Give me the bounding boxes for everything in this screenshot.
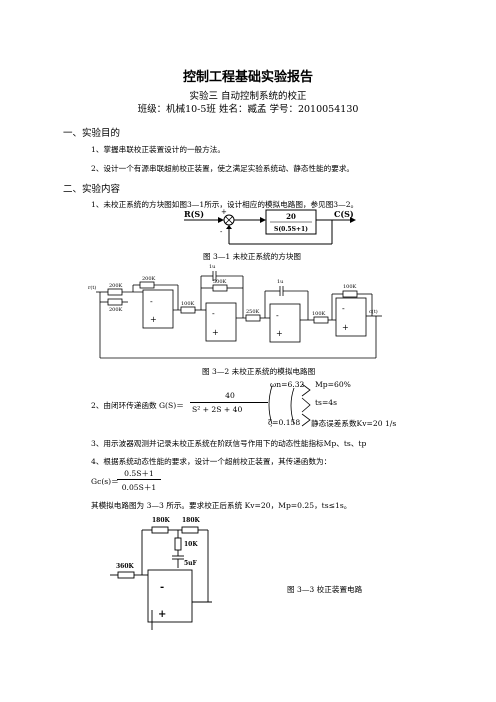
settling-time: ts=4s — [315, 398, 338, 407]
transfer-block — [265, 209, 317, 235]
analysis-arrows — [268, 383, 311, 427]
block-denominator: S(0.5S+1) — [274, 226, 308, 233]
content-item-1: 1、未校正系统的方块图如图3—1所示，设计相应的模拟电路图，参见图3—2。 — [91, 200, 359, 209]
overshoot: Mp=60% — [315, 380, 351, 389]
natural-frequency: ωn=6.32 — [270, 380, 305, 389]
op-amp-1 — [142, 289, 174, 329]
fig1-caption: 图 3—1 未校正系统的方块图 — [203, 252, 302, 261]
damping-ratio: ζ=0.158 — [268, 418, 301, 427]
output-label: C(S) — [334, 209, 354, 219]
closed-loop-label: 2、由闭环传递函数 G(S)＝ — [91, 401, 184, 410]
op-amp-4 — [335, 297, 367, 337]
block-diagram: R(S) + - 20 S(0.5S+1) C(S) — [184, 208, 356, 245]
content-item-5: 其模拟电路图为 3—3 所示。要求校正后系统 Kv=20，Mp=0.25，ts≤… — [91, 501, 352, 510]
objective-2: 2、设计一个有源串联超前校正装置，使之满足实验系统动、静态性能的要求。 — [91, 164, 355, 173]
svg-text:-: - — [150, 297, 153, 306]
svg-text:250K: 250K — [246, 309, 260, 315]
svg-text:5uF: 5uF — [184, 560, 198, 567]
svg-text:200K: 200K — [109, 283, 123, 289]
svg-text:r(t): r(t) — [88, 284, 96, 291]
svg-text:10K: 10K — [184, 541, 198, 548]
svg-text:200K: 200K — [142, 276, 156, 282]
content-item-4: 4、根据系统动态性能的要求，设计一个超前校正装置，其传递函数为： — [91, 457, 332, 466]
svg-text:100K: 100K — [181, 301, 195, 307]
input-label: R(S) — [184, 209, 204, 219]
svg-text:-: - — [212, 309, 215, 318]
op-amp-3 — [269, 303, 301, 343]
svg-text:1u: 1u — [277, 279, 284, 285]
svg-text:100K: 100K — [343, 284, 357, 290]
svg-text:+: + — [212, 328, 219, 337]
plus-sign: + — [221, 208, 227, 216]
svg-text:200K: 200K — [109, 307, 123, 313]
resistor-in1 — [107, 288, 123, 296]
content-item-3: 3、用示波器观测并记录未校正系统在阶跃信号作用下的动态性能指标Mp、ts、tp — [91, 439, 367, 448]
fraction-bar — [190, 402, 268, 403]
svg-text:-: - — [276, 311, 279, 320]
svg-text:180K: 180K — [152, 517, 171, 524]
resistor-in2 — [107, 298, 123, 306]
compensator-circuit: 180K 180K 10K 5uF 360K - + — [110, 517, 212, 630]
svg-text:+: + — [276, 329, 283, 338]
closed-loop-num: 40 — [225, 391, 235, 400]
objective-1: 1、掌握串联校正装置设计的一般方法。 — [91, 145, 225, 154]
gc-den: 0.05S＋1 — [121, 483, 157, 492]
static-error: 静态误差系数Kv=20 1/s — [311, 419, 397, 428]
svg-text:-: - — [160, 582, 164, 593]
doc-title: 控制工程基础实验报告 — [182, 70, 313, 85]
svg-text:360K: 360K — [116, 563, 135, 570]
minus-sign: - — [220, 228, 223, 236]
svg-text:c(t): c(t) — [369, 308, 378, 315]
svg-text:180K: 180K — [182, 517, 201, 524]
experiment-title: 实验三 自动控制系统的校正 — [189, 91, 307, 102]
gc-label: Gc(s)＝ — [91, 477, 119, 486]
op-amp-2 — [205, 302, 237, 342]
resistor-360k — [117, 571, 135, 579]
svg-text:1u: 1u — [209, 264, 216, 270]
svg-text:100K: 100K — [312, 311, 326, 317]
svg-text:+: + — [150, 315, 157, 324]
op-amp-5 — [147, 569, 193, 623]
block-numerator: 20 — [286, 212, 296, 221]
analog-circuit: 200K 200K 200K 100K 500K 1u 250K 1u 100K… — [88, 264, 382, 359]
gc-bar — [117, 479, 161, 480]
svg-text:500K: 500K — [213, 279, 227, 285]
student-info: 班级：机械10-5班 姓名：臧孟 学号：2010054130 — [137, 104, 359, 115]
svg-text:-: - — [342, 304, 345, 313]
svg-text:+: + — [158, 609, 166, 620]
section1-heading: 一、实验目的 — [63, 128, 121, 139]
svg-text:+: + — [342, 323, 349, 332]
fig2-caption: 图 3—2 未校正系统的模拟电路图 — [202, 367, 316, 376]
gc-num: 0.5S＋1 — [124, 469, 154, 478]
closed-loop-den: S² + 2S + 40 — [192, 405, 243, 414]
section2-heading: 二、实验内容 — [63, 184, 121, 195]
fig3-caption: 图 3—3 校正装置电路 — [287, 585, 363, 594]
